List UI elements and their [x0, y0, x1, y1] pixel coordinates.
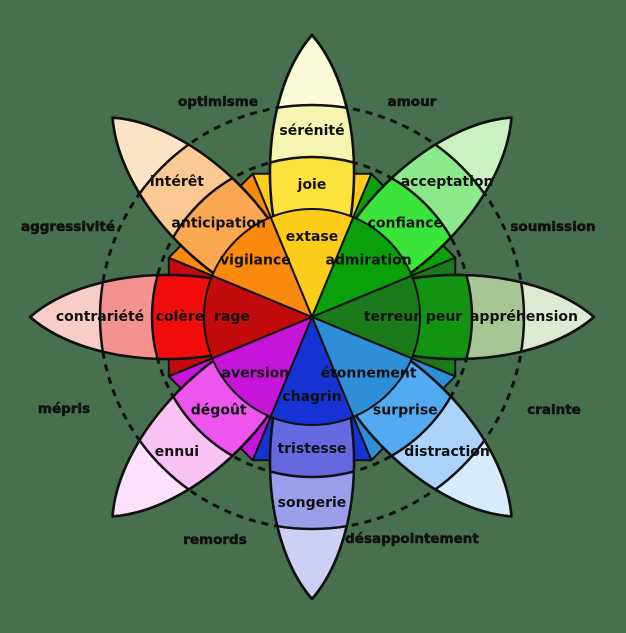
center-sector-aversion — [211, 316, 313, 418]
dyad-label-3: crainte — [527, 402, 581, 418]
label-terreur-inner: terreur — [364, 309, 420, 325]
center-sector-shape-admiration — [311, 216, 413, 318]
label-aversion-middle: dégoût — [191, 402, 247, 418]
center-sector-admiration — [311, 216, 413, 318]
center-sector-shape-etonnement — [311, 316, 413, 418]
center-sector-terreur — [311, 274, 422, 360]
label-extase-outer: sérénité — [279, 123, 344, 139]
center-sector-etonnement — [311, 316, 413, 418]
label-etonnement-middle: surprise — [373, 402, 438, 418]
petal-middle-zone-extase — [269, 155, 355, 317]
center-sector-extase — [269, 207, 355, 318]
labels: extase joie sérénité admiration confiance acc… — [21, 94, 596, 549]
label-terreur-middle: peur — [426, 309, 462, 325]
dyad-label-0: optimisme — [178, 94, 258, 110]
center-sector-shape-aversion — [211, 316, 313, 418]
dyad-label-5: remords — [183, 532, 247, 548]
petal-outer-zone-extase — [269, 103, 355, 317]
dyad-label-7: aggressivité — [21, 219, 115, 235]
center-sector-vigilance — [211, 216, 313, 318]
center-sector-chagrin — [269, 316, 355, 427]
dyad-label-2: soumission — [510, 219, 595, 235]
label-etonnement-inner: étonnement — [321, 366, 417, 382]
center-sector-shape-extase — [269, 207, 355, 318]
label-aversion-inner: aversion — [222, 366, 290, 382]
label-chagrin-inner: chagrin — [282, 389, 341, 405]
label-extase-inner: extase — [286, 229, 339, 245]
label-admiration-outer: acceptation — [401, 174, 494, 190]
label-terreur-outer: appréhension — [470, 309, 578, 325]
petal-outer-zone-chagrin — [269, 317, 355, 531]
petal-outer-zone-rage — [98, 274, 312, 360]
petal-middle-zone-rage — [150, 274, 312, 360]
label-extase-middle: joie — [297, 177, 327, 193]
label-chagrin-outer: songerie — [278, 495, 347, 511]
petal-middle-zone-terreur — [312, 274, 474, 360]
label-chagrin-middle: tristesse — [277, 441, 346, 457]
label-rage-middle: colère — [156, 309, 205, 325]
label-rage-outer: contrariété — [56, 309, 144, 325]
label-rage-inner: rage — [214, 309, 250, 325]
label-vigilance-inner: vigilance — [220, 252, 291, 268]
dyad-label-4: désappointement — [345, 531, 479, 547]
label-vigilance-middle: anticipation — [171, 216, 266, 232]
center-sector-shape-terreur — [311, 274, 422, 360]
center-sector-shape-chagrin — [269, 316, 355, 427]
petal-outer-zone-terreur — [312, 274, 526, 360]
center-sector-shape-vigilance — [211, 216, 313, 318]
center-wheel — [202, 207, 422, 427]
label-admiration-middle: confiance — [368, 216, 443, 232]
center-sector-shape-rage — [202, 274, 313, 360]
center-sector-rage — [202, 274, 313, 360]
dyad-label-1: amour — [388, 94, 437, 110]
label-vigilance-outer: intérêt — [150, 174, 204, 190]
label-etonnement-outer: distraction — [404, 444, 490, 460]
label-admiration-inner: admiration — [325, 252, 411, 268]
label-aversion-outer: ennui — [155, 444, 199, 460]
petal-middle-zone-chagrin — [269, 317, 355, 479]
dyad-label-6: mépris — [38, 401, 90, 417]
